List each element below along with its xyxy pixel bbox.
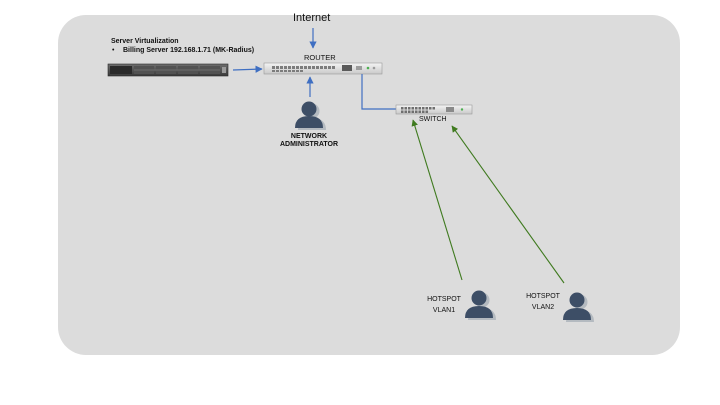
router-icon — [263, 62, 383, 75]
router-label: ROUTER — [304, 53, 336, 62]
network-administrator-label-line1: NETWORK — [290, 133, 328, 140]
hotspot-vlan2-user-icon — [563, 292, 594, 322]
internet-label: Internet — [293, 12, 331, 24]
network-administrator-label: NETWORK ADMINISTRATOR — [272, 133, 346, 149]
network-administrator-label-line2: ADMINISTRATOR — [279, 141, 339, 149]
hotspot-vlan1-label-line2: VLAN1 — [432, 307, 456, 315]
server-virtualization-title: Server Virtualization — [111, 38, 179, 45]
server-to-router-arrow — [232, 65, 263, 73]
hotspot-vlan2-label-line2: VLAN2 — [531, 304, 555, 312]
rack-server-icon — [107, 63, 229, 77]
billing-server-label: Billing Server 192.168.1.71 (MK-Radius) — [123, 47, 255, 54]
hotspot-vlan2-to-switch-arrow — [451, 125, 565, 284]
switch-label: SWITCH — [419, 116, 447, 123]
diagram-background-panel — [58, 15, 680, 355]
hotspot-vlan2-label-line1: HOTSPOT — [526, 293, 560, 300]
hotspot-vlan1-label-line1: HOTSPOT — [427, 296, 461, 303]
router-to-switch-link — [361, 74, 398, 110]
hotspot-vlan1-to-switch-arrow — [411, 119, 463, 281]
server-bullet: • — [112, 47, 115, 54]
hotspot-vlan2-label: HOTSPOT VLAN2 — [523, 293, 563, 312]
network-switch-icon — [395, 104, 473, 115]
network-administrator-user-icon — [295, 101, 326, 130]
hotspot-vlan1-label: HOTSPOT VLAN1 — [424, 296, 464, 315]
hotspot-vlan1-user-icon — [465, 290, 496, 320]
